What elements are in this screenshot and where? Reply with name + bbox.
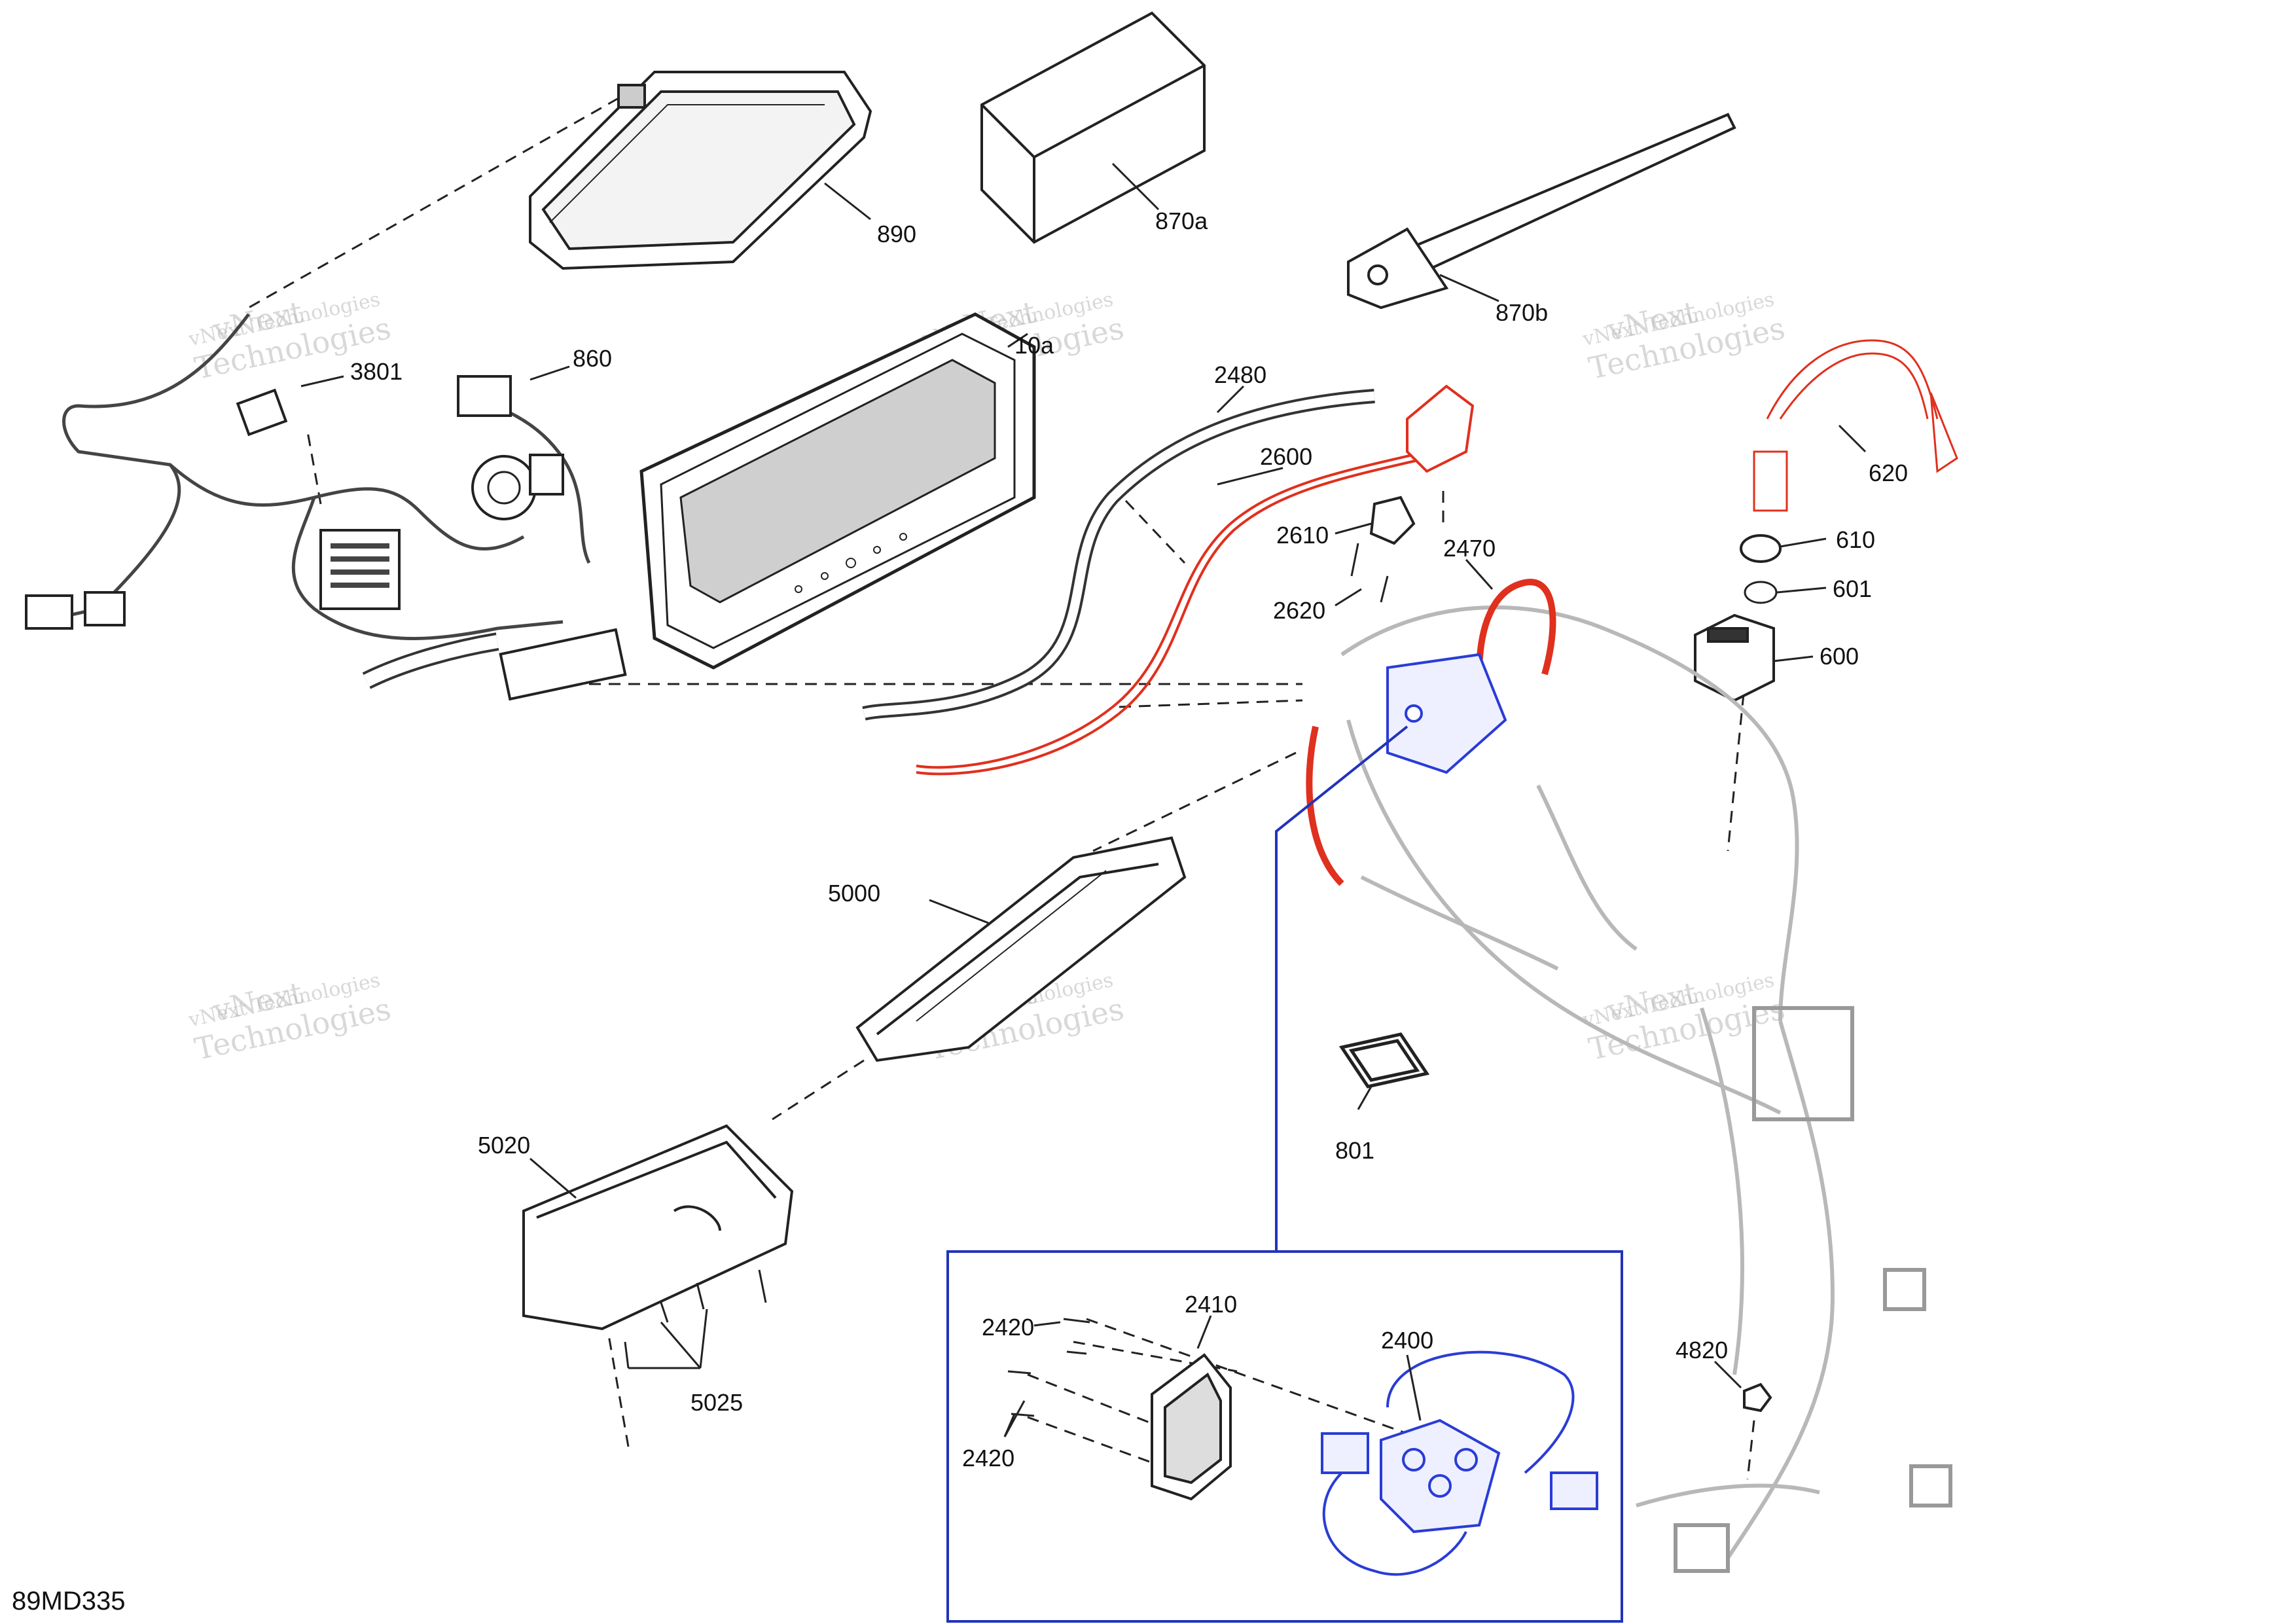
callout-2400: 2400: [1381, 1327, 1433, 1354]
part-4820-nut: [1743, 1382, 1772, 1413]
diagram-reference-code: 89MD335: [12, 1587, 126, 1615]
callout-2480: 2480: [1214, 361, 1266, 388]
part-5020-bracket: [522, 1124, 794, 1331]
callout-labels: 890 870a 870b 860 3801 10a 2480 2600 261…: [350, 208, 1908, 1471]
part-610-nut: [1740, 534, 1782, 563]
callout-4820: 4820: [1676, 1337, 1728, 1363]
callout-5000: 5000: [828, 880, 880, 907]
callout-2420-upper: 2420: [982, 1314, 1034, 1341]
callout-2470: 2470: [1443, 535, 1496, 562]
part-870a-pad: [980, 11, 1206, 244]
callout-2620: 2620: [1273, 597, 1325, 624]
part-2600-red-cable: [916, 384, 1475, 776]
callout-870b: 870b: [1496, 299, 1548, 326]
callout-600: 600: [1820, 643, 1859, 670]
part-2470-harness-highlight: [1306, 579, 1556, 886]
part-2400-switch: [1321, 1350, 1598, 1576]
callout-601: 601: [1833, 575, 1872, 602]
part-5025-screws: [624, 1269, 767, 1369]
part-2610-clip: [1369, 496, 1416, 545]
callout-2610: 2610: [1276, 522, 1329, 549]
callout-860: 860: [573, 345, 612, 372]
part-801-gasket: [1338, 1032, 1430, 1089]
part-2410-cover: [1151, 1353, 1232, 1501]
leader-lines: [300, 162, 1867, 1437]
part-601-washer: [1744, 581, 1778, 604]
callout-5020: 5020: [478, 1132, 530, 1159]
part-10a-display: [639, 312, 1036, 670]
part-870b-strap: [1347, 113, 1736, 310]
callout-610: 610: [1836, 526, 1875, 553]
callout-801: 801: [1335, 1137, 1374, 1164]
callout-5025: 5025: [691, 1389, 743, 1416]
callout-2420-lower: 2420: [962, 1445, 1014, 1471]
part-890-cover: [529, 71, 872, 270]
part-860-harness: [25, 313, 627, 701]
callout-620: 620: [1869, 460, 1908, 486]
detail-box: [946, 725, 1623, 1623]
part-2620-screws: [1350, 543, 1389, 603]
callout-3801: 3801: [350, 358, 403, 385]
callout-890: 890: [877, 221, 916, 247]
callout-2600: 2600: [1260, 443, 1312, 470]
main-harness-ghost: [1340, 605, 1952, 1573]
callout-10a: 10a: [1014, 332, 1054, 359]
part-600-switch: [1694, 613, 1775, 702]
part-5000-module: [855, 836, 1187, 1062]
callout-870a: 870a: [1155, 208, 1208, 234]
callout-2410: 2410: [1185, 1291, 1237, 1318]
part-620-lanyard: [1753, 339, 1958, 512]
part-2480-hose: [862, 389, 1375, 721]
